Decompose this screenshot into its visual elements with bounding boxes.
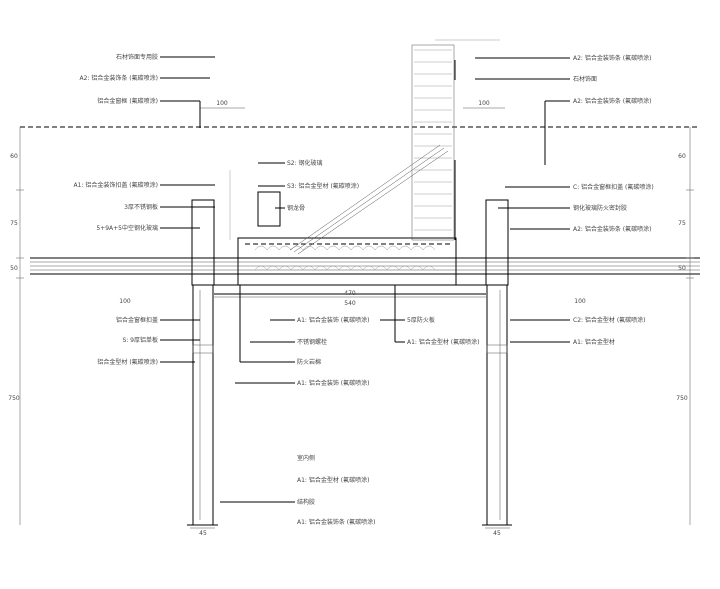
label-center-4: A1: 铝合金装饰 (氟碳喷涂)	[297, 316, 369, 324]
dim-right-v-2: 75	[678, 220, 686, 227]
insulation-hatch	[254, 245, 436, 271]
label-left-9: 铝合金型材 (氟碳喷涂)	[97, 358, 158, 366]
label-left-8: S: 9厚铝单板	[122, 336, 158, 344]
dim-mid-span: 540	[344, 300, 356, 307]
center-panel	[214, 237, 486, 295]
label-center-7: A1: 铝合金装饰 (氟碳喷涂)	[297, 379, 369, 387]
left-mullion	[187, 170, 231, 526]
label-left-2: A2: 铝合金装饰条 (氟碳喷涂)	[80, 74, 158, 82]
label-right-6: A2: 铝合金装饰条 (氟碳喷涂)	[573, 225, 651, 233]
dim-right-v-4: 750	[676, 395, 688, 402]
dim-mid-span-top: 470	[344, 290, 356, 297]
dim-left-v-2: 75	[10, 220, 18, 227]
horizontal-band	[30, 257, 700, 275]
dim-left-v-3: 50	[10, 265, 18, 272]
label-lower-right-1: 5厚防火板	[407, 316, 435, 324]
top-shaft	[411, 39, 500, 241]
diagonal-brace	[289, 144, 449, 255]
dim-right-v-3: 50	[678, 265, 686, 272]
dim-right-v-1: 60	[678, 153, 686, 160]
dim-bottom-right: 45	[493, 530, 501, 537]
right-dimension-chain	[686, 127, 694, 525]
label-right-1: A2: 铝合金装饰条 (氟碳喷涂)	[573, 54, 651, 62]
label-left-3: 铝合金窗框 (氟碳喷涂)	[97, 97, 158, 105]
label-left-5: 3厚不锈钢板	[124, 203, 158, 211]
label-center-10: 结构胶	[297, 498, 315, 506]
leader-lines	[160, 56, 570, 503]
left-dimension-chain	[16, 127, 24, 525]
dim-top-left: 100	[216, 100, 228, 107]
dim-bottom-left: 45	[199, 530, 207, 537]
label-center-1: S2: 钢化玻璃	[287, 159, 323, 167]
dim-top-right: 100	[478, 100, 490, 107]
label-center-3: 钢龙骨	[287, 204, 305, 212]
dim-left-v-4: 750	[8, 395, 20, 402]
label-right-7: C2: 铝合金型材 (氟碳喷涂)	[573, 316, 646, 324]
label-left-6: 5+9A+5中空钢化玻璃	[96, 224, 158, 232]
label-center-11: A1: 铝合金装饰条 (氟碳喷涂)	[297, 518, 375, 526]
label-center-9: A1: 铝合金型材 (氟碳喷涂)	[297, 476, 369, 484]
label-right-2: 石材饰面	[573, 75, 597, 83]
bracket	[257, 191, 281, 227]
label-right-8: A1: 铝合金型材	[573, 338, 615, 346]
label-center-5: 不锈钢螺栓	[297, 338, 327, 346]
dim-left-v-1: 60	[10, 153, 18, 160]
dim-left-side: 100	[119, 298, 131, 305]
label-center-6: 防火岩棉	[297, 358, 321, 366]
label-center-8: 室内侧	[297, 454, 315, 462]
label-lower-right-2: A1: 铝合金型材 (氟碳喷涂)	[407, 338, 479, 346]
label-center-2: S3: 铝合金型材 (氟碳喷涂)	[287, 182, 359, 190]
label-right-5: 钢化玻璃防火密封胶	[573, 204, 627, 212]
label-right-4: C: 铝合金窗框扣盖 (氟碳喷涂)	[573, 183, 654, 191]
label-left-7: 铝合金窗框扣盖	[116, 316, 158, 324]
label-left-1: 石材饰面专用胶	[116, 53, 158, 61]
label-right-3: A2: 铝合金装饰条 (氟碳喷涂)	[573, 97, 651, 105]
dim-right-side: 100	[574, 298, 586, 305]
label-left-4: A1: 铝合金装饰扣盖 (氟碳喷涂)	[74, 181, 158, 189]
right-mullion	[482, 199, 512, 526]
